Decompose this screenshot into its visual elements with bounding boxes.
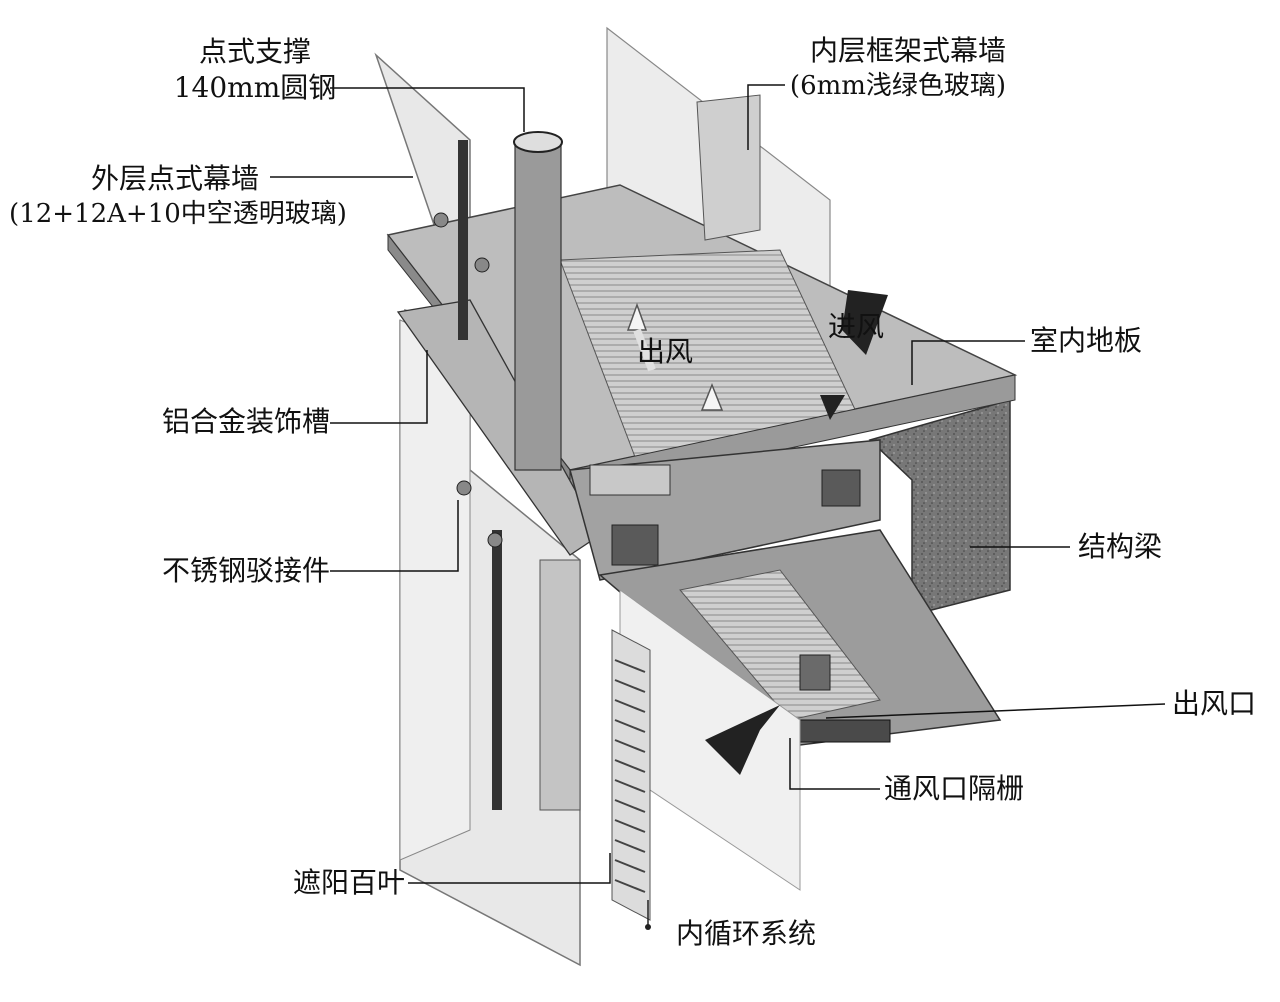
- label-outer-wall-1: 外层点式幕墙: [90, 162, 259, 195]
- connector-4: [487, 532, 503, 548]
- leader-lines: [270, 84, 1166, 884]
- label-indoor-floor: 室内地板: [1030, 324, 1143, 357]
- i-beam-left: [611, 524, 659, 566]
- channel-top: [589, 464, 671, 496]
- steel-column-top: [513, 131, 563, 153]
- label-inner-circulation: 内循环系统: [676, 917, 817, 950]
- i-beam-right: [821, 469, 861, 507]
- label-vent-grille: 通风口隔栅: [884, 772, 1025, 805]
- label-stainless-connector: 不锈钢驳接件: [161, 554, 330, 587]
- air-in-arrow-lower: [820, 395, 845, 420]
- inner-mullion: [696, 94, 761, 241]
- label-air-outlet: 出风口: [1172, 687, 1257, 720]
- sunshade-louvers: [611, 629, 651, 930]
- label-inner-wall-2: (6mm浅绿色玻璃): [789, 71, 1007, 101]
- steel-column: [514, 139, 562, 471]
- label-sunshade-louver: 遮阳百叶: [292, 866, 405, 899]
- connector-1: [433, 212, 449, 228]
- label-air-out: 出风: [637, 335, 694, 368]
- steel-column-lower: [539, 559, 581, 811]
- connector-3: [456, 480, 472, 496]
- outer-glass-lower: [399, 319, 471, 861]
- connector-2: [474, 257, 490, 273]
- label-outer-wall-2: (12+12A+10中空透明玻璃): [9, 199, 347, 229]
- label-aluminum-trough: 铝合金装饰槽: [161, 405, 330, 438]
- label-point-support-1: 点式支撑: [198, 35, 311, 68]
- outer-mullion-upper: [458, 140, 468, 340]
- label-inner-wall-1: 内层框架式幕墙: [809, 34, 1006, 67]
- label-structural-beam: 结构梁: [1078, 530, 1163, 563]
- outer-mullion-lower: [492, 530, 502, 810]
- label-point-support-2: 140mm圆钢: [173, 71, 337, 104]
- air-out-arrow-lower: [700, 382, 724, 411]
- outlet-duct: [799, 719, 891, 743]
- outlet-arrow: [705, 705, 780, 775]
- structural-beam-shape: [868, 399, 1011, 616]
- lower-profile: [799, 654, 831, 691]
- air-in-arrow: [842, 290, 888, 355]
- label-air-in: 进风: [828, 310, 885, 343]
